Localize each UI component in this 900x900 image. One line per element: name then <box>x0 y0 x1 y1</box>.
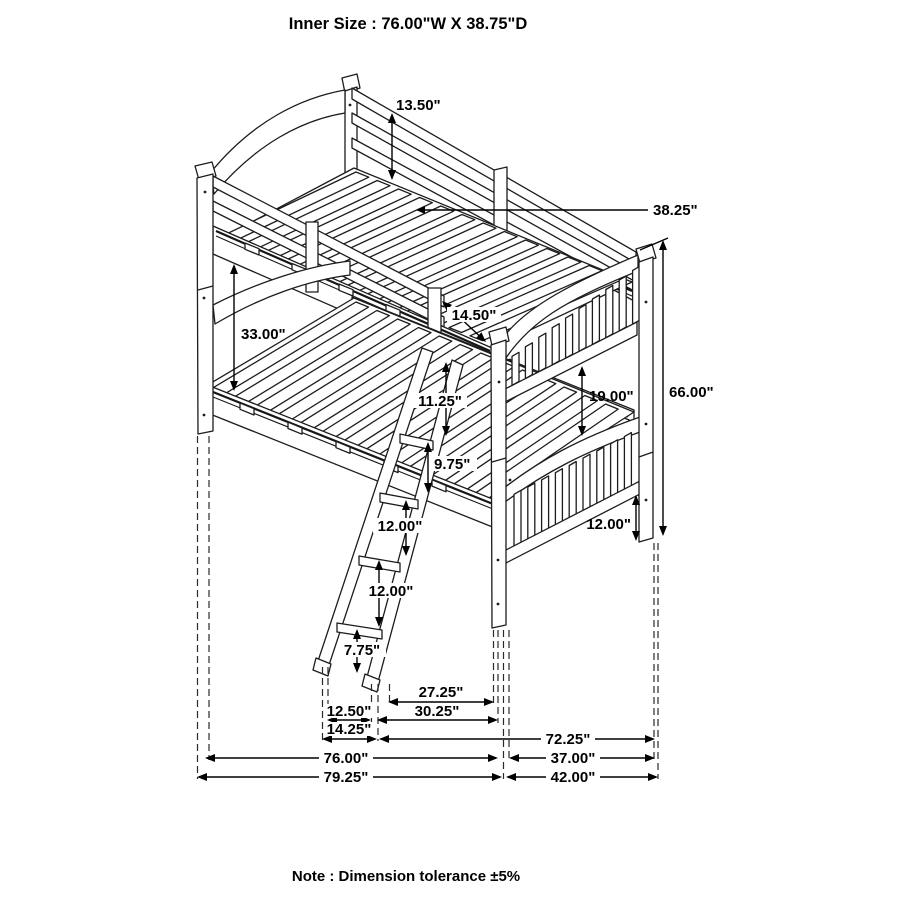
bed-posts <box>194 103 657 629</box>
dim-label-overall-height: 66.00" <box>669 384 714 401</box>
dim-label-footboard-gap: 19.00" <box>589 388 634 405</box>
dim-label-base-rail-height: 12.00" <box>586 516 631 533</box>
dimension-arrows <box>197 113 669 781</box>
ladder-rungs <box>336 433 434 640</box>
dim-label-rail-length: 72.25" <box>546 731 591 748</box>
dim-label-overall-depth: 42.00" <box>551 769 596 786</box>
footboards <box>499 254 641 565</box>
dim-label-inner-depth: 37.00" <box>551 750 596 767</box>
dim-label-inner-length: 76.00" <box>324 750 369 767</box>
note-text: Note : Dimension tolerance ±5% <box>292 868 520 885</box>
dim-label-front-guard-height: 14.50" <box>452 307 497 324</box>
dim-label-rung-to-floor: 7.75" <box>344 642 380 659</box>
dim-label-top-bunk-depth: 38.25" <box>653 202 698 219</box>
dim-label-rung-gap-lower: 12.00" <box>369 583 414 600</box>
dim-label-top-rung-gap: 9.75" <box>434 456 470 473</box>
dim-label-rail-to-rung: 11.25" <box>418 393 462 410</box>
front-slat-tabs-upper <box>244 242 401 318</box>
page-title: Inner Size : 76.00"W X 38.75"D <box>289 15 528 33</box>
bottom-bunk-slats <box>210 301 619 502</box>
bottom-bunk <box>204 260 635 529</box>
dim-label-overall-length: 79.25" <box>324 769 369 786</box>
dim-label-ladder-span: 30.25" <box>415 703 460 720</box>
dimension-labels: Inner Size : 76.00"W X 38.75"D Note : Di… <box>241 15 714 885</box>
extension-lines <box>196 436 659 779</box>
dim-label-ladder-footprint: 14.25" <box>327 721 372 738</box>
dim-label-guard-rail-height: 13.50" <box>396 97 441 114</box>
screw-dots <box>202 103 648 606</box>
dim-label-bunk-clearance: 33.00" <box>241 326 286 343</box>
dim-label-ladder-clearance: 27.25" <box>419 684 464 701</box>
dim-label-ladder-width: 12.50" <box>327 703 372 720</box>
dim-label-rung-gap-upper: 12.00" <box>378 518 423 535</box>
